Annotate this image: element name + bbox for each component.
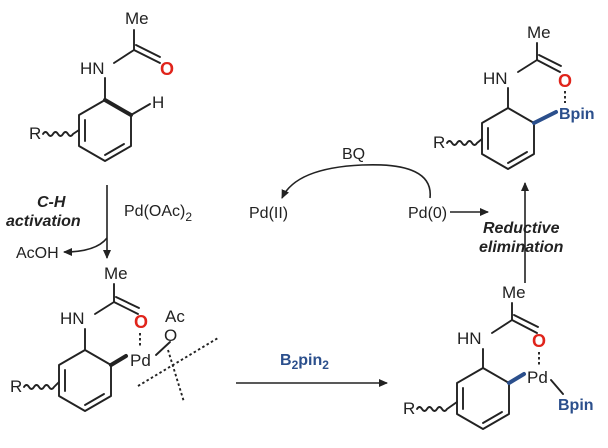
acetanilide-molecule: Me O HN H R	[29, 9, 174, 162]
reductive-elimination-step: Reductive elimination	[479, 182, 564, 283]
palladium-boryl-molecule: Me O HN Pd Bpin R	[403, 283, 594, 430]
amide-nh-label: HN	[80, 59, 105, 78]
amide-nh-label: HN	[60, 309, 85, 328]
acetate-oxygen-label: O	[164, 326, 177, 345]
bpin-label: Bpin	[558, 397, 594, 414]
pd-0-label: Pd(0)	[408, 205, 447, 222]
ortho-hydrogen-label: H	[152, 93, 164, 112]
amide-nh-label: HN	[457, 329, 482, 348]
r-group-label: R	[10, 377, 22, 396]
reductive-label-2: elimination	[479, 239, 564, 256]
catalyst-regeneration: Pd(II) Pd(0) BQ	[249, 146, 489, 222]
r-group-label: R	[403, 399, 415, 418]
r-group-label: R	[29, 124, 41, 143]
r-group-label: R	[433, 133, 445, 152]
acetyl-label: Ac	[165, 307, 185, 326]
carbonyl-oxygen-label: O	[160, 59, 174, 79]
acoh-label: AcOH	[16, 245, 59, 262]
pd-ii-label: Pd(II)	[249, 205, 288, 222]
bpin-label: Bpin	[559, 106, 595, 123]
palladium-label: Pd	[130, 351, 151, 370]
carbonyl-oxygen-label: O	[532, 331, 546, 351]
transmetalation-step: B2pin2	[236, 352, 388, 387]
reductive-label-1: Reductive	[483, 220, 560, 237]
ch-activation-step: C-H activation Pd(OAc)2 AcOH	[6, 185, 192, 262]
methyl-label: Me	[502, 283, 526, 302]
bq-label: BQ	[342, 146, 365, 163]
pd-oac2-label: Pd(OAc)2	[124, 203, 192, 224]
methyl-label: Me	[527, 23, 551, 42]
ch-activation-label-2: activation	[6, 213, 81, 230]
methyl-label: Me	[104, 264, 128, 283]
methyl-label: Me	[125, 9, 149, 28]
b2pin2-label: B2pin2	[280, 352, 329, 372]
amide-nh-label: HN	[483, 69, 508, 88]
palladium-label: Pd	[527, 368, 548, 387]
palladacycle-acetate-molecule: Me O HN Pd O Ac R	[10, 264, 219, 412]
ch-activation-label-1: C-H	[37, 194, 66, 211]
carbonyl-oxygen-label: O	[134, 312, 148, 332]
carbonyl-oxygen-label: O	[558, 71, 572, 91]
borylated-product-molecule: Me O HN Bpin R	[433, 23, 595, 170]
